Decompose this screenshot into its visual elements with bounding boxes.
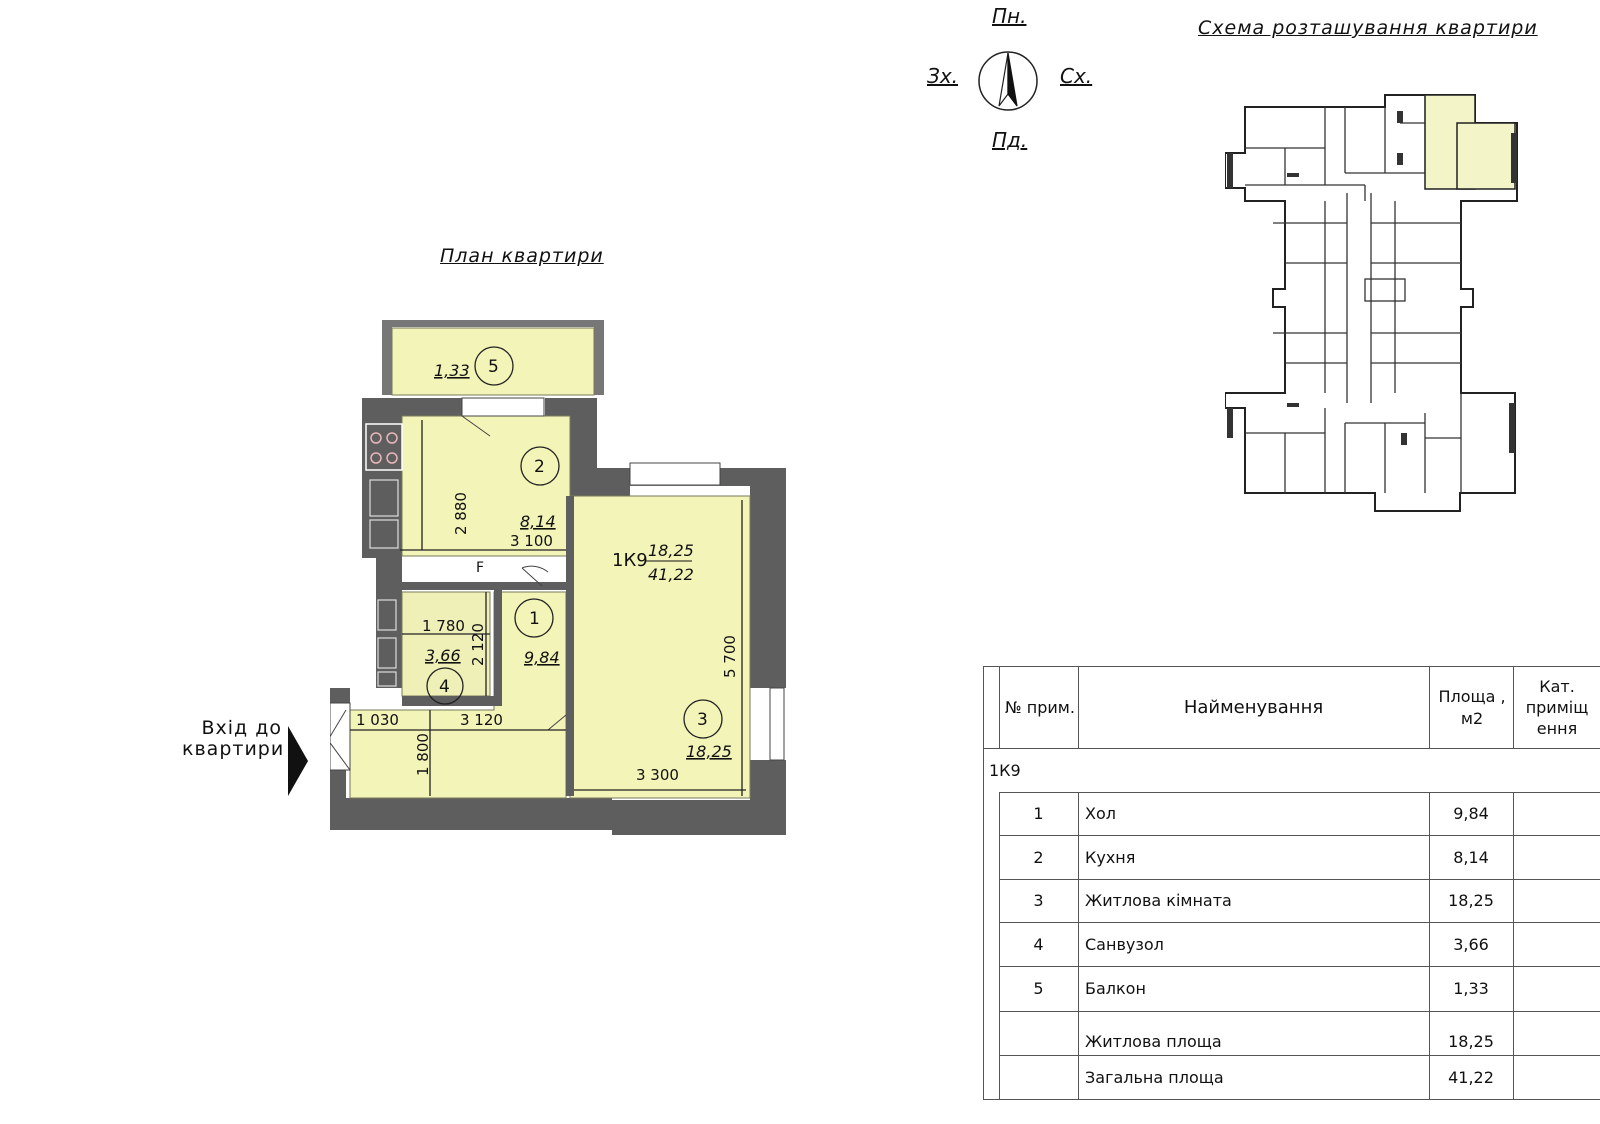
entrance-line-2: квартири	[182, 738, 285, 760]
table-row-2-num: 2	[1033, 847, 1044, 867]
room-2-area: 8,14	[520, 512, 556, 531]
table-row-5-name: Балкон	[1085, 979, 1146, 998]
table-row-4-num: 4	[1033, 934, 1044, 954]
compass-east-label: Сх.	[1060, 64, 1093, 88]
dim-hall-width: 3 120	[460, 711, 503, 729]
table-row-1-area: 9,84	[1453, 804, 1489, 823]
room-5-number: 5	[488, 357, 499, 377]
header-category: Кат. приміщ ення	[1525, 676, 1589, 738]
entrance-label: Вхід до квартири	[182, 717, 285, 760]
table-row-3-name: Житлова кімната	[1085, 891, 1232, 910]
table-group-label: 1К9	[989, 760, 1021, 780]
table-total-overall-name: Загальна площа	[1085, 1067, 1224, 1087]
room-5-area: 1,33	[434, 361, 470, 380]
table-row-4-name: Санвузол	[1085, 934, 1164, 954]
rooms-table: № прим. Найменування Площа , м2 Кат. при…	[983, 666, 1600, 1100]
table-total-living-name: Житлова площа	[1085, 1031, 1222, 1051]
room-2-number: 2	[534, 457, 545, 477]
table-row-4-area: 3,66	[1453, 934, 1489, 954]
table-row-1-num: 1	[1033, 804, 1044, 823]
room-5-marker	[474, 346, 514, 386]
room-1-area: 9,84	[524, 648, 560, 667]
table-row-5-area: 1,33	[1453, 979, 1489, 998]
header-name: Найменування	[1183, 696, 1324, 718]
room-5-balcony	[391, 327, 595, 396]
table-row-3-num: 3	[1033, 891, 1044, 910]
table-row-2-area: 8,14	[1453, 847, 1489, 867]
room-3-number: 3	[697, 710, 708, 730]
dim-kitchen-width: 3 100	[510, 532, 553, 550]
room-1-number: 1	[529, 609, 540, 629]
scheme-title: Схема розташування квартири	[1198, 17, 1538, 39]
marker-f: F	[476, 560, 484, 576]
room-3-area: 18,25	[686, 742, 732, 761]
room-4-number: 4	[439, 677, 450, 697]
dim-hall-height: 1 800	[414, 733, 432, 776]
table-row-1-name: Хол	[1085, 804, 1116, 823]
header-num: № прим.	[1005, 698, 1075, 717]
apartment-living-area: 18,25	[648, 541, 694, 560]
compass-west-label: Зх.	[927, 64, 959, 88]
compass-north-label: Пн.	[992, 4, 1027, 28]
dim-hall-small: 1 030	[356, 711, 399, 729]
table-row-3-area: 18,25	[1448, 891, 1494, 910]
entrance-line-1: Вхід до	[201, 717, 282, 739]
table-row-5-num: 5	[1033, 979, 1044, 998]
dim-bath-height: 2 120	[469, 623, 487, 666]
apartment-total-area: 41,22	[648, 565, 694, 584]
compass-icon	[978, 51, 1038, 111]
entrance-arrow-icon	[288, 726, 308, 796]
room-2-marker	[520, 446, 560, 486]
dim-kitchen-height: 2 880	[452, 492, 470, 535]
table-total-overall-area: 41,22	[1448, 1067, 1494, 1087]
room-3-marker	[683, 699, 723, 739]
compass-south-label: Пд.	[992, 128, 1028, 152]
plan-title: План квартири	[440, 245, 604, 267]
room-4-marker	[426, 667, 464, 705]
header-area: Площа , м2	[1438, 687, 1506, 728]
room-1-marker	[514, 598, 554, 638]
room-2-kitchen	[401, 415, 571, 557]
dim-bath-width: 1 780	[422, 617, 465, 635]
table-row-2-name: Кухня	[1085, 847, 1136, 867]
dim-room-width: 3 300	[636, 766, 679, 784]
table-total-living-area: 18,25	[1448, 1031, 1494, 1051]
stove-icon	[365, 423, 403, 471]
building-scheme	[1225, 94, 1518, 512]
apartment-code: 1К9	[612, 550, 648, 571]
room-3-living	[569, 495, 751, 799]
dim-room-height: 5 700	[721, 635, 739, 678]
room-4-area: 3,66	[425, 646, 461, 665]
apartment-plan: 5 1,33 2 8,14 1 9,84 4 3,66 3 18,25 1К9 …	[330, 320, 786, 835]
